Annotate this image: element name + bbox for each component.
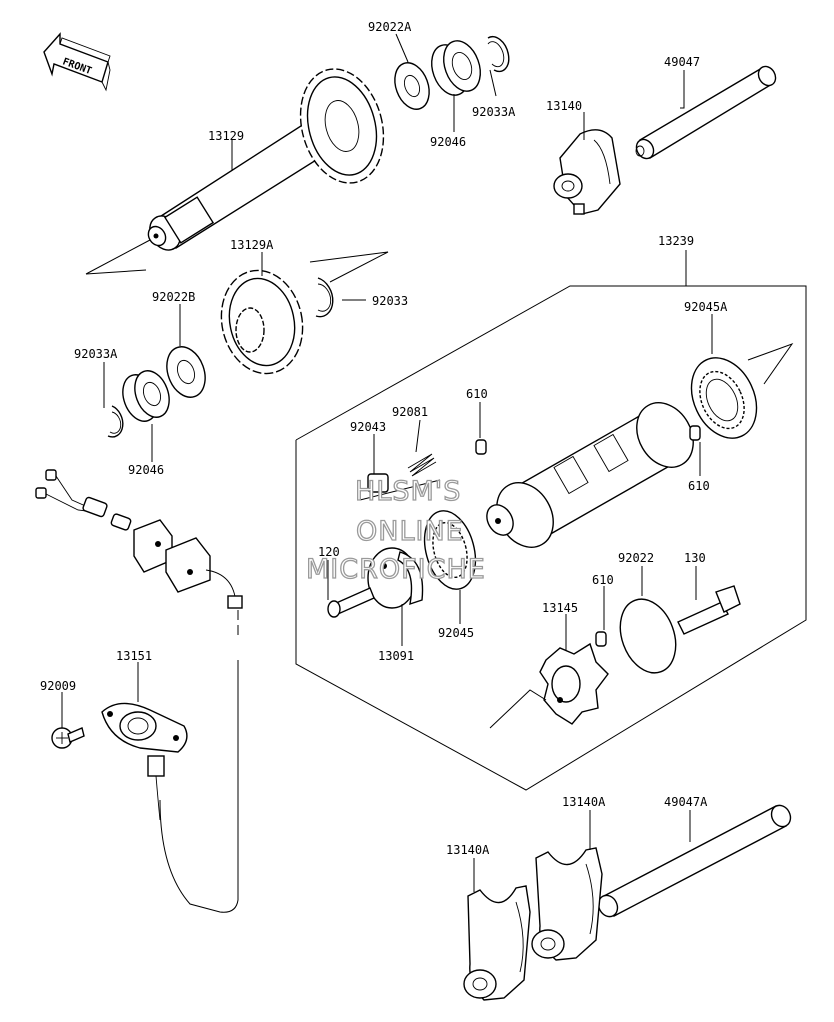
- label-13140A-left: 13140A: [446, 843, 490, 857]
- fork-13140: [553, 129, 621, 215]
- label-13239: 13239: [658, 234, 694, 248]
- wiring-harness: [35, 469, 243, 913]
- label-13129: 13129: [208, 129, 244, 143]
- watermark: HLSM'S ONLINE MICROFICHE: [305, 475, 486, 585]
- assembly-line: [489, 689, 547, 729]
- label-13140A-right: 13140A: [562, 795, 606, 809]
- label-92022B: 92022B: [152, 290, 195, 304]
- label-92022: 92022: [618, 551, 654, 565]
- label-13145: 13145: [542, 601, 578, 615]
- pin-610-a: [475, 439, 487, 455]
- label-13140: 13140: [546, 99, 582, 113]
- spring-92081: [407, 453, 437, 477]
- label-92033A-top: 92033A: [472, 105, 516, 119]
- circlip-92033A-left: [107, 405, 124, 438]
- label-610-b: 610: [688, 479, 710, 493]
- label-610-a: 610: [466, 387, 488, 401]
- star-13145: [539, 642, 609, 725]
- label-92081: 92081: [392, 405, 428, 419]
- label-13091: 13091: [378, 649, 414, 663]
- circlip-92033: [315, 277, 334, 318]
- label-92009: 92009: [40, 679, 76, 693]
- bearing-92045: [423, 510, 477, 590]
- shaft-13129: [85, 104, 349, 275]
- label-49047A: 49047A: [664, 795, 708, 809]
- washer-92022B: [166, 346, 206, 398]
- assembly-line: [747, 342, 794, 385]
- label-610-c: 610: [592, 573, 614, 587]
- label-130: 130: [684, 551, 706, 565]
- plate-92022: [619, 598, 677, 674]
- label-92045: 92045: [438, 626, 474, 640]
- detent-pin-92043: [359, 473, 441, 501]
- assembly-line: [309, 251, 389, 283]
- bearing-92046-left: [122, 370, 170, 422]
- pin-610-b: [689, 425, 701, 441]
- screw-92009: [51, 727, 85, 749]
- watermark-line-3: MICROFICHE: [306, 554, 486, 585]
- fork-13140A-right: [531, 847, 603, 961]
- rod-49047: [635, 65, 777, 160]
- part-labels: 92022A 92033A 92046 49047 13140 13129 13…: [40, 20, 728, 857]
- rod-49047A: [597, 804, 792, 918]
- leader-lines: [61, 33, 713, 892]
- gear-13129-large: [299, 68, 385, 184]
- watermark-line-2: ONLINE: [356, 516, 464, 547]
- label-120: 120: [318, 545, 340, 559]
- front-arrow-icon: FRONT: [43, 32, 111, 92]
- pin-610-c: [595, 631, 607, 647]
- label-49047: 49047: [664, 55, 700, 69]
- assembly-box-13239: [295, 285, 807, 791]
- label-92046-top: 92046: [430, 135, 466, 149]
- washer-92022A: [394, 62, 430, 110]
- sensor-13151: [101, 702, 188, 821]
- cam-13091: [367, 547, 424, 609]
- label-92033: 92033: [372, 294, 408, 308]
- bolt-130: [677, 585, 741, 635]
- label-92033A-left: 92033A: [74, 347, 118, 361]
- label-92045A: 92045A: [684, 300, 728, 314]
- gear-13129A: [220, 269, 304, 375]
- watermark-line-1: HLSM'S: [355, 476, 461, 507]
- label-92046-left: 92046: [128, 463, 164, 477]
- label-92043: 92043: [350, 420, 386, 434]
- bearing-92046-top: [431, 40, 481, 96]
- label-13129A: 13129A: [230, 238, 274, 252]
- circlip-92033A-top: [487, 35, 510, 73]
- fork-13140A-left: [463, 885, 531, 1001]
- bolt-120: [327, 587, 375, 618]
- shift-drum: [486, 402, 694, 548]
- label-13151: 13151: [116, 649, 152, 663]
- bearing-92045A: [690, 357, 758, 439]
- label-92022A: 92022A: [368, 20, 412, 34]
